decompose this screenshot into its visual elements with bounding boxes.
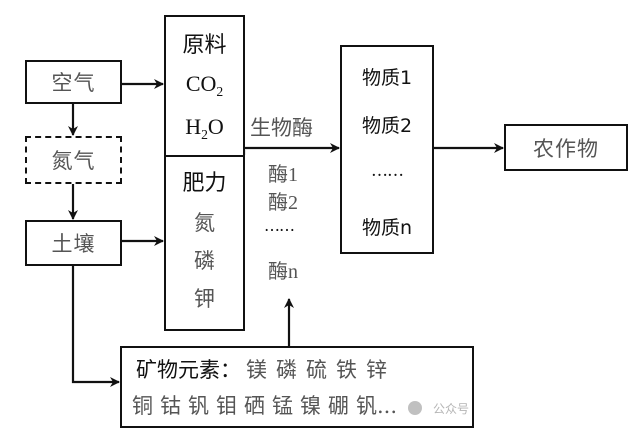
formula-h2o: H2O [166, 114, 243, 142]
mineral-element: 铁 [336, 358, 357, 382]
watermark-text: 公众号 [433, 402, 470, 416]
fertility-title: 肥力 [182, 171, 227, 196]
substance-ellipsis: …… [371, 161, 404, 181]
enzyme-item-n: 酶n [268, 261, 298, 283]
enzyme-ellipsis: …… [264, 216, 295, 235]
fertility-item-phosphorus: 磷 [194, 249, 215, 273]
fertility-item-nitrogen: 氮 [194, 211, 215, 235]
formula-co2-base: CO [185, 71, 217, 96]
raw-material-box: 原料 CO2 H2O [164, 15, 245, 157]
mineral-element: 镍 [300, 394, 321, 418]
watermark-logo-icon [408, 401, 422, 415]
soil-label: 土壤 [51, 232, 96, 256]
air-box: 空气 [25, 60, 122, 104]
mineral-element: 硒 [244, 394, 265, 418]
formula-co2-sub: 2 [216, 83, 224, 99]
soil-box: 土壤 [25, 220, 122, 266]
mineral-element: 硼 [328, 394, 349, 418]
air-label: 空气 [51, 71, 96, 95]
minerals-line-1: 矿物元素： 镁 磷 硫 铁 锌 [136, 354, 387, 384]
mineral-element: 钴 [160, 394, 181, 418]
minerals-title: 矿物元素： [136, 358, 241, 382]
formula-h2o-tail: O [207, 114, 224, 139]
mineral-element: 锌 [366, 358, 387, 382]
mineral-element: 钒... [356, 394, 398, 418]
arrow-soil-to-minerals [71, 265, 120, 387]
substance-item-2: 物质2 [361, 115, 413, 137]
mineral-element: 锰 [272, 394, 293, 418]
substance-item-1: 物质1 [361, 67, 413, 89]
minerals-box: 矿物元素： 镁 磷 硫 铁 锌 铜 钴 钒 钼 硒 锰 镍 硼 钒... [120, 346, 474, 428]
mineral-element: 铜 [132, 394, 153, 418]
crop-label: 农作物 [533, 136, 599, 161]
raw-material-title: 原料 [182, 33, 227, 58]
formula-co2: CO2 [166, 71, 243, 99]
minerals-line-2: 铜 钴 钒 钼 硒 锰 镍 硼 钒... [132, 390, 397, 420]
mineral-element: 磷 [276, 358, 297, 382]
mineral-element: 镁 [246, 358, 267, 382]
enzyme-item-1: 酶1 [268, 164, 298, 186]
fertility-box: 肥力 氮 磷 钾 [164, 155, 245, 331]
crop-box: 农作物 [504, 124, 628, 171]
mineral-element: 硫 [306, 358, 327, 382]
enzyme-item-2: 酶2 [268, 192, 298, 214]
mineral-element: 钒 [188, 394, 209, 418]
nitrogen-label: 氮气 [51, 149, 96, 173]
formula-h2o-base: H [185, 114, 202, 139]
formula-h2o-sub: 2 [201, 126, 208, 142]
fertility-item-potassium: 钾 [194, 287, 215, 311]
nitrogen-box: 氮气 [25, 136, 122, 184]
bio-enzyme-label: 生物酶 [250, 116, 313, 140]
mineral-element: 钼 [216, 394, 237, 418]
substances-box: 物质1 物质2 …… 物质n [340, 45, 434, 254]
substance-item-n: 物质n [361, 217, 413, 239]
